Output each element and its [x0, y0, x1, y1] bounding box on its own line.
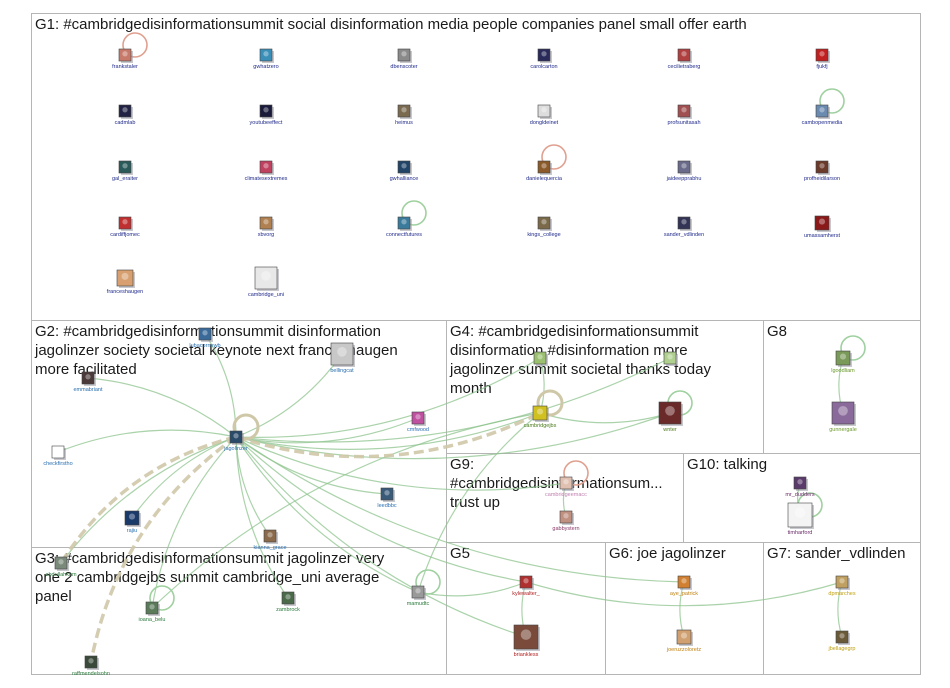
panel-g2-title: G2: #cambridgedisinformationsummit disin…: [35, 323, 398, 378]
panel-g9: G9: #cambridgedisinformationsum... trust…: [446, 453, 684, 548]
panel-g10: G10: talking: [683, 453, 921, 548]
panel-g7-title: G7: sander_vdlinden: [767, 545, 906, 562]
panel-g1: G1: #cambridgedisinformationsummit socia…: [31, 13, 921, 321]
panel-g5: G5: [446, 542, 606, 675]
panel-g4-title: G4: #cambridgedisinformationsummit disin…: [450, 323, 711, 397]
panel-g8-title: G8: [767, 323, 788, 340]
panel-g8: G8: [763, 320, 921, 454]
panel-g7: G7: sander_vdlinden: [763, 542, 921, 675]
panel-g3: G3: #cambridgedisinformationsummit jagol…: [31, 547, 447, 675]
panel-g10-title: G10: talking: [687, 456, 768, 473]
panel-g3-title: G3: #cambridgedisinformationsummit jagol…: [35, 550, 385, 605]
panel-g9-title: G9: #cambridgedisinformationsum... trust…: [450, 456, 663, 511]
panel-g6: G6: joe jagolinzer: [605, 542, 764, 675]
panel-g1-title: G1: #cambridgedisinformationsummit socia…: [35, 16, 747, 33]
panel-g5-title: G5: [450, 545, 471, 562]
panel-g4: G4: #cambridgedisinformationsummit disin…: [446, 320, 764, 454]
panel-g6-title: G6: joe jagolinzer: [609, 545, 726, 562]
panel-g2: G2: #cambridgedisinformationsummit disin…: [31, 320, 447, 548]
